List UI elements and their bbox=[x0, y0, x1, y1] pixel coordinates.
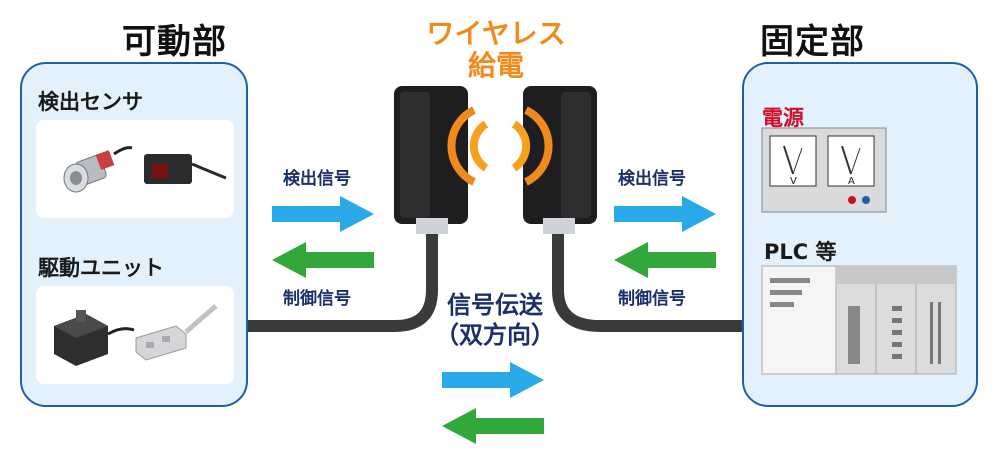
linear-unit-icon bbox=[135, 304, 218, 361]
drive-unit-card bbox=[36, 286, 234, 384]
proximity-sensor-icon bbox=[63, 146, 133, 193]
wireless-power-title: ワイヤレス 給電 bbox=[396, 18, 596, 82]
power-meter-icon bbox=[761, 127, 887, 213]
right-control-arrow bbox=[614, 242, 716, 278]
power-supply-label: 電源 bbox=[762, 106, 804, 130]
wireless-coupler-left-module bbox=[394, 86, 468, 234]
left-detect-arrow bbox=[272, 196, 374, 232]
sensor-label: 検出センサ bbox=[38, 90, 143, 114]
sensor-card bbox=[36, 120, 234, 218]
ammeter-unit: A bbox=[848, 176, 855, 187]
left-control-signal-label: 制御信号 bbox=[283, 289, 351, 309]
right-detect-arrow bbox=[614, 196, 716, 232]
voltmeter-unit: V bbox=[790, 176, 797, 187]
signal-transmission-line1: 信号伝送 bbox=[447, 291, 543, 319]
plc-label: PLC 等 bbox=[764, 240, 837, 264]
transmission-backward-arrow bbox=[442, 408, 544, 444]
left-control-arrow bbox=[272, 242, 374, 278]
plc-unit-icon bbox=[761, 265, 957, 375]
signal-transmission-line2: （双方向） bbox=[435, 321, 555, 349]
signal-transmission-title: 信号伝送 （双方向） bbox=[420, 290, 570, 350]
transmission-forward-arrow bbox=[442, 362, 544, 398]
wireless-power-line1: ワイヤレス bbox=[426, 17, 566, 50]
drive-unit-label: 駆動ユニット bbox=[38, 256, 164, 280]
right-detect-signal-label: 検出信号 bbox=[618, 169, 686, 189]
fixed-part-title: 固定部 bbox=[760, 22, 865, 62]
photoelectric-sensor-icon bbox=[144, 154, 227, 184]
right-control-signal-label: 制御信号 bbox=[618, 289, 686, 309]
actuator-icon bbox=[54, 310, 135, 366]
wireless-power-line2: 給電 bbox=[467, 49, 524, 82]
movable-part-title: 可動部 bbox=[122, 22, 227, 62]
wireless-wave-icon bbox=[447, 106, 553, 186]
left-detect-signal-label: 検出信号 bbox=[283, 169, 351, 189]
